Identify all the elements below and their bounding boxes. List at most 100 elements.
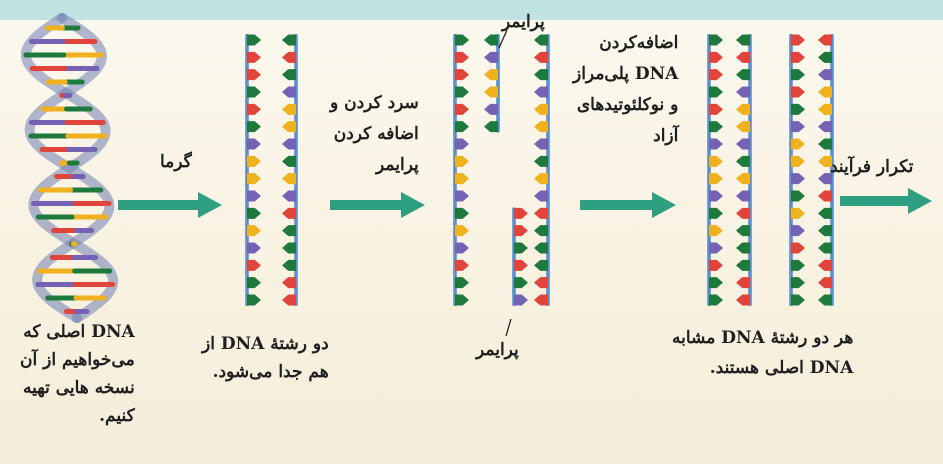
nucleotide-base bbox=[791, 173, 805, 185]
nucleotide-base bbox=[791, 86, 805, 98]
nucleotide-base bbox=[818, 138, 832, 150]
nucleotide-base bbox=[514, 207, 528, 219]
pointer-line-top bbox=[498, 29, 508, 49]
nucleotide-base bbox=[514, 225, 528, 237]
nucleotide-base bbox=[736, 294, 750, 306]
nucleotide-base bbox=[247, 173, 261, 185]
nucleotide-base bbox=[709, 155, 723, 167]
nucleotide-base bbox=[455, 51, 469, 63]
nucleotide-base bbox=[282, 207, 296, 219]
nucleotide-base bbox=[736, 103, 750, 115]
nucleotide-base bbox=[736, 259, 750, 271]
arrow-shaft bbox=[840, 196, 910, 206]
arrow-head bbox=[401, 192, 425, 218]
nucleotide-base bbox=[247, 34, 261, 46]
result-caption: هر دو رشتهٔ DNA مشابه DNA اصلی هستند. bbox=[672, 323, 853, 383]
nucleotide-base bbox=[247, 207, 261, 219]
nucleotide-base bbox=[736, 173, 750, 185]
nucleotide-base bbox=[247, 294, 261, 306]
nucleotide-base bbox=[818, 103, 832, 115]
dna-strands bbox=[245, 34, 834, 306]
nucleotide-base bbox=[736, 51, 750, 63]
nucleotide-base bbox=[709, 173, 723, 185]
nucleotide-base bbox=[484, 69, 498, 81]
nucleotide-base bbox=[736, 121, 750, 133]
nucleotide-base bbox=[736, 69, 750, 81]
primer-strand-top bbox=[496, 34, 500, 133]
nucleotide-base bbox=[534, 173, 548, 185]
nucleotide-base bbox=[709, 51, 723, 63]
caption-line: هم جدا می‌شود. bbox=[212, 362, 329, 382]
nucleotide-base bbox=[455, 121, 469, 133]
nucleotide-base bbox=[534, 207, 548, 219]
nucleotide-base bbox=[282, 34, 296, 46]
nucleotide-base bbox=[455, 277, 469, 289]
nucleotide-base bbox=[282, 103, 296, 115]
nucleotide-base bbox=[818, 155, 832, 167]
nucleotide-base bbox=[534, 225, 548, 237]
add-polymerase-label: اضافه‌کردن DNA پلی‌مراز و نوکلئوتیدهای آ… bbox=[573, 28, 678, 152]
nucleotide-base bbox=[282, 51, 296, 63]
nucleotide-base bbox=[455, 69, 469, 81]
nucleotide-base bbox=[247, 259, 261, 271]
nucleotide-base bbox=[709, 86, 723, 98]
nucleotide-base bbox=[818, 277, 832, 289]
nucleotide-base bbox=[484, 51, 498, 63]
nucleotide-base bbox=[791, 242, 805, 254]
nucleotide-base bbox=[791, 34, 805, 46]
nucleotide-base bbox=[455, 294, 469, 306]
nucleotide-base bbox=[534, 277, 548, 289]
template-strand-right bbox=[546, 34, 550, 306]
caption-line: نسخه هایی تهیه bbox=[23, 378, 135, 398]
nucleotide-base bbox=[709, 121, 723, 133]
arrow bbox=[330, 192, 425, 218]
nucleotide-base bbox=[455, 225, 469, 237]
copy1-strand-a bbox=[707, 34, 711, 306]
nucleotide-base bbox=[484, 34, 498, 46]
nucleotide-base bbox=[791, 138, 805, 150]
separated-strand-left bbox=[245, 34, 249, 306]
nucleotide-base bbox=[534, 190, 548, 202]
nucleotide-base bbox=[247, 242, 261, 254]
nucleotide-base bbox=[247, 69, 261, 81]
nucleotide-base bbox=[818, 207, 832, 219]
caption-line: و نوکلئوتیدهای bbox=[576, 95, 679, 115]
nucleotide-base bbox=[818, 259, 832, 271]
nucleotide-base bbox=[247, 277, 261, 289]
caption-line: سرد کردن و bbox=[330, 93, 419, 113]
caption-line: می‌خواهیم از آن bbox=[20, 350, 135, 370]
nucleotide-base bbox=[247, 51, 261, 63]
nucleotide-base bbox=[791, 103, 805, 115]
nucleotide-base bbox=[736, 34, 750, 46]
caption-line: کنیم. bbox=[99, 406, 135, 426]
nucleotide-base bbox=[455, 173, 469, 185]
arrow-shaft bbox=[118, 200, 200, 210]
nucleotide-base bbox=[534, 86, 548, 98]
nucleotide-base bbox=[282, 259, 296, 271]
nucleotide-base bbox=[791, 190, 805, 202]
nucleotide-base bbox=[455, 242, 469, 254]
nucleotide-base bbox=[709, 207, 723, 219]
arrow-head bbox=[198, 192, 222, 218]
nucleotide-base bbox=[709, 294, 723, 306]
nucleotide-base bbox=[818, 34, 832, 46]
nucleotide-base bbox=[709, 138, 723, 150]
nucleotide-base bbox=[791, 121, 805, 133]
arrow-shaft bbox=[330, 200, 403, 210]
caption-line: هر دو رشتهٔ DNA مشابه bbox=[672, 328, 854, 348]
nucleotide-base bbox=[709, 242, 723, 254]
nucleotide-base bbox=[736, 155, 750, 167]
caption-line: پرایمر bbox=[376, 155, 419, 175]
heat-label: گرما bbox=[160, 152, 192, 172]
dna-double-helix bbox=[20, 13, 119, 323]
nucleotide-base bbox=[818, 69, 832, 81]
nucleotide-base bbox=[534, 121, 548, 133]
nucleotide-base bbox=[282, 173, 296, 185]
nucleotide-base bbox=[484, 103, 498, 115]
nucleotide-base bbox=[514, 259, 528, 271]
nucleotide-base bbox=[514, 242, 528, 254]
separated-strand-right bbox=[294, 34, 298, 306]
nucleotide-base bbox=[282, 242, 296, 254]
nucleotide-base bbox=[247, 190, 261, 202]
